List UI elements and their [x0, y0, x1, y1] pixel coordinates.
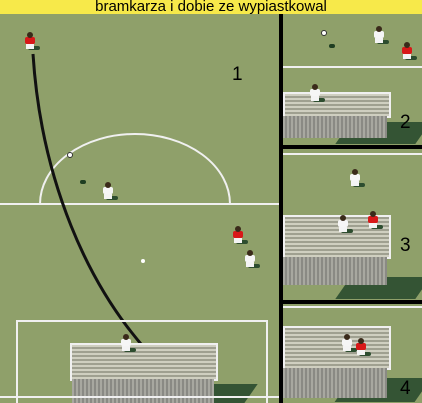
goal-base	[283, 257, 387, 285]
goal-net	[283, 326, 391, 370]
attacker-red	[367, 211, 379, 229]
panel-1: 1	[0, 14, 279, 403]
goal-net	[70, 343, 218, 381]
attacker-red	[232, 226, 244, 244]
panel-3: 3	[283, 149, 422, 300]
defender-white	[373, 26, 385, 44]
caption-bar: bramkarza i dobie ze wypiastkowal	[0, 0, 422, 14]
goalkeeper-white	[120, 334, 132, 352]
goalkeeper-white	[309, 84, 321, 102]
goal-base	[283, 116, 387, 138]
defender-white	[349, 169, 361, 187]
goalkeeper-white	[341, 334, 353, 352]
panel-number: 2	[400, 112, 411, 134]
goal-base	[72, 379, 214, 403]
goal-line	[0, 396, 279, 398]
panel-number: 3	[400, 235, 411, 257]
penalty-line	[283, 153, 422, 155]
centre-spot	[141, 259, 145, 263]
ball-shadow	[329, 44, 335, 48]
defender-white-2	[244, 250, 256, 268]
striker-red	[24, 32, 36, 50]
panel-2: 2	[283, 14, 422, 145]
panel-4: 4	[283, 304, 422, 403]
attacker-red	[355, 338, 367, 356]
attacker-red	[401, 42, 413, 60]
penalty-box-right	[266, 320, 268, 403]
goalkeeper-white	[337, 215, 349, 233]
ball-shadow	[80, 180, 86, 184]
penalty-box-left	[16, 320, 18, 403]
goal-base	[283, 368, 387, 398]
penalty-box-top	[16, 320, 268, 322]
ball	[321, 30, 327, 36]
goal-net	[283, 92, 391, 118]
ball	[67, 152, 73, 158]
defender-white	[102, 182, 114, 200]
panel-number: 1	[232, 64, 243, 86]
panel-number: 4	[400, 378, 411, 400]
ball-trajectory	[33, 54, 176, 380]
penalty-line	[283, 306, 422, 308]
penalty-line	[283, 66, 422, 68]
